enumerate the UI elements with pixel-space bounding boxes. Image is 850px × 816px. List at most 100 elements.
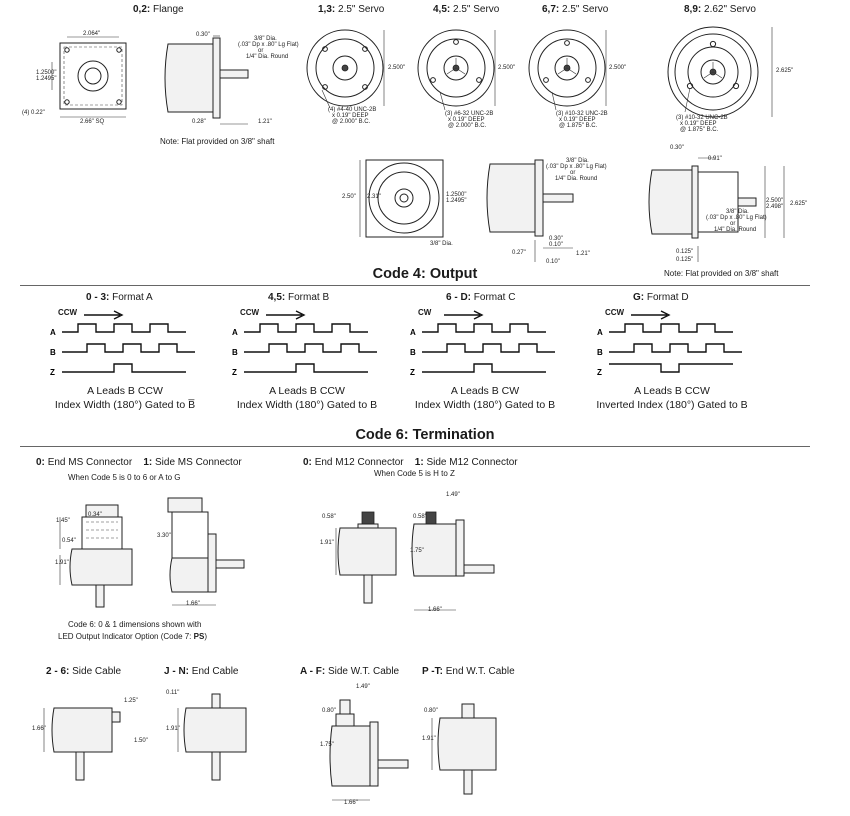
dim-label: 0.58" [413, 514, 427, 520]
channel-label: B [50, 348, 56, 357]
ms-connector-header: 0: End MS Connector 1: Side MS Connector [36, 457, 242, 468]
dim-label: 1.75" [320, 742, 334, 748]
servo-67-header: 6,7: 2.5" Servo [542, 4, 609, 15]
servo-67-view [528, 29, 607, 111]
dim-label: x 0.19" DEEP [680, 121, 717, 127]
dim-label: 1.50" [134, 738, 148, 744]
termination-section-title: Code 6: Termination [355, 427, 495, 443]
dim-label: 0.11" [166, 690, 180, 696]
channel-b-waveform [422, 343, 555, 353]
output-divider [20, 285, 810, 286]
format-caption-2: Inverted Index (180°) Gated to B [596, 399, 748, 411]
channel-b-waveform [62, 343, 195, 353]
end-cable-drawing [177, 693, 247, 781]
dim-label: x 0.19" DEEP [448, 117, 485, 123]
dim-label: 1/4" Dia. Round [246, 54, 289, 60]
dim-label: 1.91" [166, 726, 180, 732]
format-caption-1: A Leads B CCW [634, 385, 710, 397]
dim-label: 1.91" [320, 540, 334, 546]
mid-side-view [486, 159, 574, 262]
channel-a-waveform [244, 323, 368, 333]
servo-13-view [306, 29, 385, 109]
format-header: G: Format D [633, 292, 689, 303]
channel-label: A [597, 328, 603, 337]
dim-label: 0.10" [546, 259, 560, 265]
side-m12-connector-drawing [411, 511, 495, 611]
rotation-direction: CCW [58, 308, 78, 317]
channel-z-waveform [609, 363, 733, 373]
dim-label: 0.27" [512, 250, 526, 256]
dim-label: 1.2500" [446, 192, 467, 198]
dim-label: 2.625" [790, 201, 808, 207]
dim-label: 0.10" [549, 242, 563, 248]
dim-label: @ 1.875" B.C. [559, 123, 598, 129]
channel-label: Z [50, 368, 55, 377]
output-section-title: Code 4: Output [372, 266, 478, 282]
dim-label: 2.498" [766, 204, 784, 210]
dim-label: 1.66" [32, 726, 46, 732]
end-m12-connector-drawing [335, 511, 397, 604]
dim-label: 0.125" [676, 257, 694, 263]
channel-label: B [232, 348, 238, 357]
side-wt-cable-drawing [329, 699, 409, 801]
dim-label: 1.2495" [36, 76, 57, 82]
channel-label: B [410, 348, 416, 357]
flange-front-view [51, 36, 127, 118]
dim-label: 0.30" [196, 32, 210, 38]
dim-label: (4) 0.22" [22, 110, 45, 116]
output-format-0: 0 - 3: Format A CCW A B Z A Leads B CCW Index … [50, 290, 235, 415]
dim-label: 0.54" [62, 538, 76, 544]
servo-45-header: 4,5: 2.5" Servo [433, 4, 500, 15]
dim-label: 0.80" [424, 708, 438, 714]
ms-connector-note-2: LED Output Indicator Option (Code 7: PS) [58, 632, 207, 641]
dim-label: @ 2.000" B.C. [332, 119, 371, 125]
format-caption-1: A Leads B CCW [87, 385, 163, 397]
channel-label: A [50, 328, 56, 337]
channel-a-waveform [609, 323, 733, 333]
dim-label: 1.21" [258, 119, 272, 125]
dim-label: 1.75" [410, 548, 424, 554]
channel-b-waveform [244, 343, 377, 353]
dim-label: (3) #10-32 UNC-2B [676, 115, 728, 121]
channel-a-waveform [422, 323, 546, 333]
channel-label: Z [232, 368, 237, 377]
dim-label: (3) #6-32 UNC-2B [445, 111, 494, 117]
channel-label: B [597, 348, 603, 357]
dim-label: 2.66" SQ [80, 119, 105, 125]
m12-connector-sub: When Code 5 is H to Z [374, 469, 455, 478]
rotation-direction: CCW [605, 308, 625, 317]
format-caption-1: A Leads B CW [450, 385, 520, 397]
dim-label: 2.064" [83, 31, 101, 37]
format-caption-1: A Leads B CCW [269, 385, 345, 397]
dim-label: 1/4" Dia. Round [555, 176, 598, 182]
dim-label: 0.58" [322, 514, 336, 520]
channel-label: Z [597, 368, 602, 377]
direction-arrow [631, 310, 671, 320]
channel-z-waveform [244, 363, 368, 373]
dim-label: 3/8" Dia. [430, 241, 453, 247]
format-header: 0 - 3: Format A [86, 292, 153, 303]
dim-label: 1.66" [428, 607, 442, 613]
flange-header: 0,2: Flange [133, 4, 184, 15]
dim-label: (.03" Dp x .80" Lg Flat) [546, 164, 607, 170]
direction-arrow [84, 310, 124, 320]
dim-label: 3/8" Dia. [254, 36, 277, 42]
servo-13-header: 1,3: 2.5" Servo [318, 4, 385, 15]
channel-label: A [232, 328, 238, 337]
dim-label: 1.66" [344, 800, 358, 806]
servo-89-header: 8,9: 2.62" Servo [684, 4, 756, 15]
dim-label: 3/8" Dia. [566, 158, 589, 164]
dim-label: 0.80" [322, 708, 336, 714]
format-caption-2: Index Width (180°) Gated to B̅ [54, 399, 196, 411]
end-wt-cable-drawing [431, 703, 497, 795]
timing-diagram: A B Z [232, 310, 377, 377]
dim-label: 2.500" [498, 65, 516, 71]
dim-label: x 0.19" DEEP [559, 117, 596, 123]
termination-divider [20, 446, 810, 447]
dim-label: 2.31" [367, 194, 381, 200]
direction-arrow [444, 310, 484, 320]
dim-label: 0.28" [192, 119, 206, 125]
ms-connector-sub: When Code 5 is 0 to 6 or A to G [68, 473, 181, 482]
